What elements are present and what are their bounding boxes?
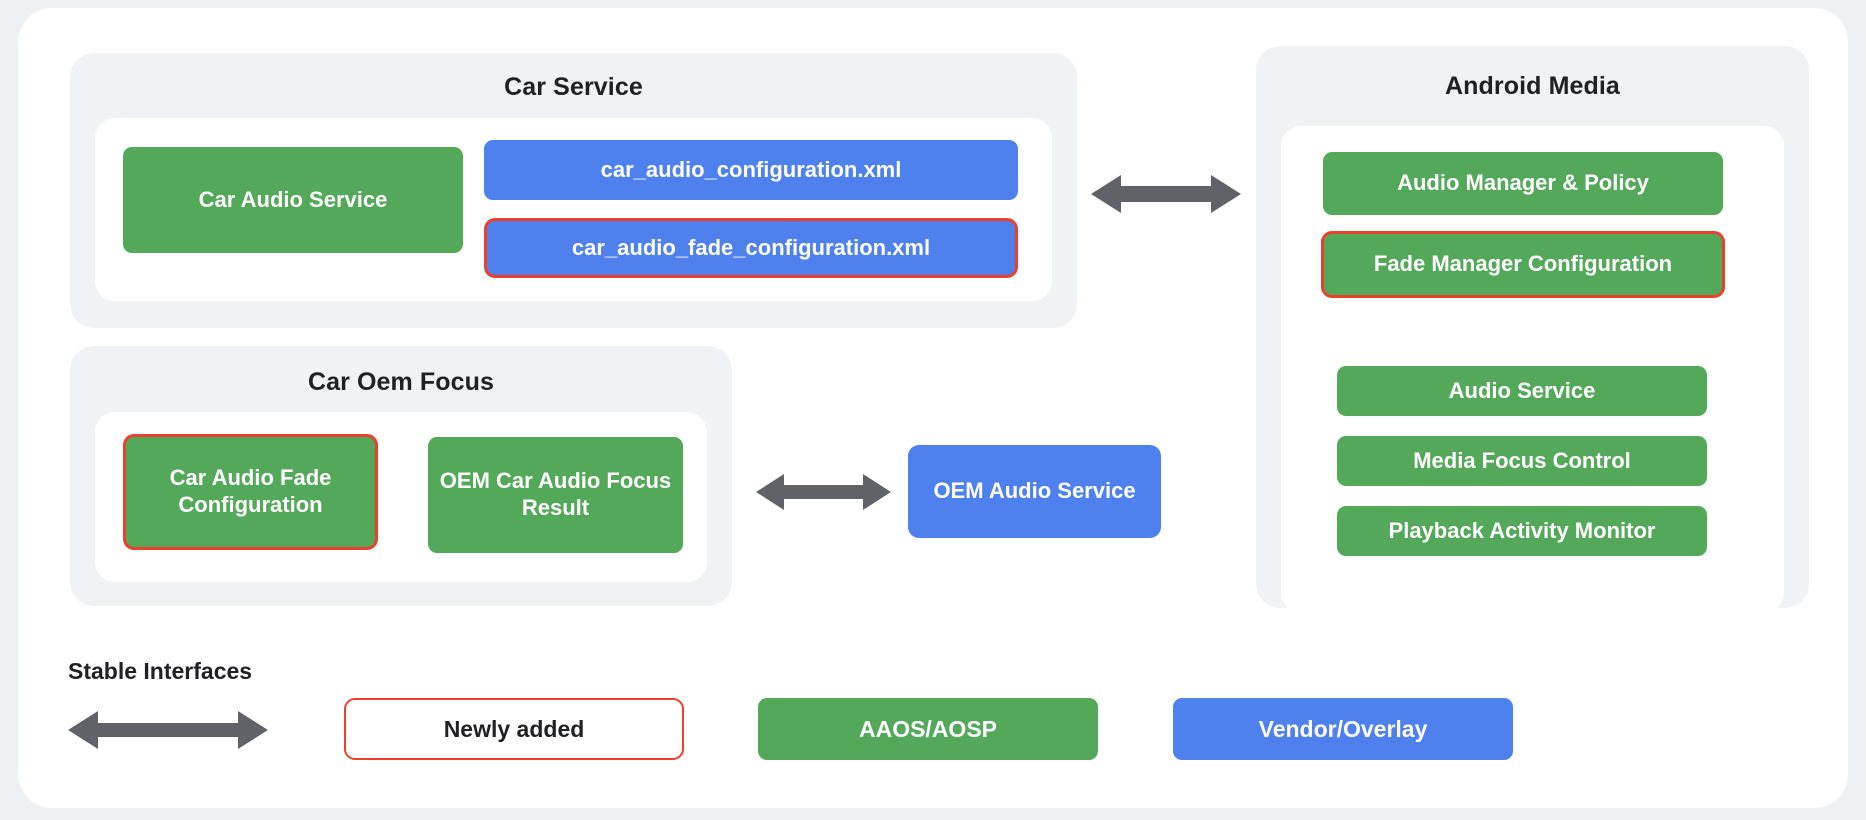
panel-car-oem-focus-inner: Car Audio Fade Configuration OEM Car Aud… (95, 412, 707, 582)
box-car-audio-configuration-xml[interactable]: car_audio_configuration.xml (484, 140, 1018, 200)
legend-item-newly-added[interactable]: Newly added (344, 698, 684, 760)
box-car-audio-fade-configuration-label: Car Audio Fade Configuration (169, 465, 332, 517)
box-oem-audio-service-label: OEM Audio Service (933, 478, 1136, 504)
panel-car-oem-focus-title: Car Oem Focus (307, 368, 495, 396)
panel-car-oem-focus: Car Oem Focus Car Audio Fade Configurati… (70, 346, 732, 606)
box-car-audio-service[interactable]: Car Audio Service (123, 147, 463, 253)
box-oem-car-audio-focus-result-label: OEM Car Audio Focus Result (439, 468, 672, 520)
box-oem-audio-service[interactable]: OEM Audio Service (908, 445, 1161, 538)
box-car-audio-fade-configuration-xml-label: car_audio_fade_configuration.xml (571, 234, 931, 260)
box-car-audio-fade-configuration[interactable]: Car Audio Fade Configuration (123, 434, 378, 550)
box-playback-activity-monitor[interactable]: Playback Activity Monitor (1337, 506, 1707, 556)
panel-car-service-inner: Car Audio Service car_audio_configuratio… (95, 118, 1052, 301)
legend-item-vendor-overlay[interactable]: Vendor/Overlay (1173, 698, 1513, 760)
connector-car-service-to-android-media (1091, 171, 1241, 217)
legend-item-vendor-overlay-label: Vendor/Overlay (1258, 715, 1428, 742)
box-audio-service-label: Audio Service (1448, 377, 1596, 403)
box-fade-manager-configuration-label: Fade Manager Configuration (1373, 251, 1673, 277)
box-audio-service[interactable]: Audio Service (1337, 366, 1707, 416)
panel-android-media: Android Media Audio Manager & Policy Fad… (1256, 46, 1809, 613)
box-car-audio-configuration-xml-label: car_audio_configuration.xml (600, 156, 902, 182)
legend-stable-interfaces-label: Stable Interfaces (68, 658, 253, 684)
diagram-card: Car Service Car Audio Service car_audio_… (18, 8, 1848, 808)
box-audio-manager-and-policy[interactable]: Audio Manager & Policy (1323, 152, 1723, 215)
box-media-focus-control[interactable]: Media Focus Control (1337, 436, 1707, 486)
legend-stable-interfaces-arrow (68, 708, 268, 752)
legend-item-aaos-aosp[interactable]: AAOS/AOSP (758, 698, 1098, 760)
box-fade-manager-configuration[interactable]: Fade Manager Configuration (1321, 231, 1725, 298)
box-audio-manager-and-policy-label: Audio Manager & Policy (1397, 170, 1649, 196)
panel-car-service-title: Car Service (504, 73, 643, 101)
panel-car-service: Car Service Car Audio Service car_audio_… (70, 53, 1077, 328)
box-car-audio-fade-configuration-xml[interactable]: car_audio_fade_configuration.xml (484, 218, 1018, 278)
legend-item-newly-added-label: Newly added (443, 715, 585, 742)
connector-car-oem-focus-to-oem-audio-service (756, 470, 891, 514)
panel-android-media-inner: Audio Manager & Policy Fade Manager Conf… (1281, 126, 1784, 613)
panel-android-media-title: Android Media (1445, 72, 1620, 100)
box-oem-car-audio-focus-result[interactable]: OEM Car Audio Focus Result (428, 437, 683, 553)
box-media-focus-control-label: Media Focus Control (1413, 447, 1631, 473)
legend-item-aaos-aosp-label: AAOS/AOSP (858, 715, 998, 742)
box-car-audio-service-label: Car Audio Service (198, 186, 388, 212)
box-playback-activity-monitor-label: Playback Activity Monitor (1388, 517, 1656, 543)
